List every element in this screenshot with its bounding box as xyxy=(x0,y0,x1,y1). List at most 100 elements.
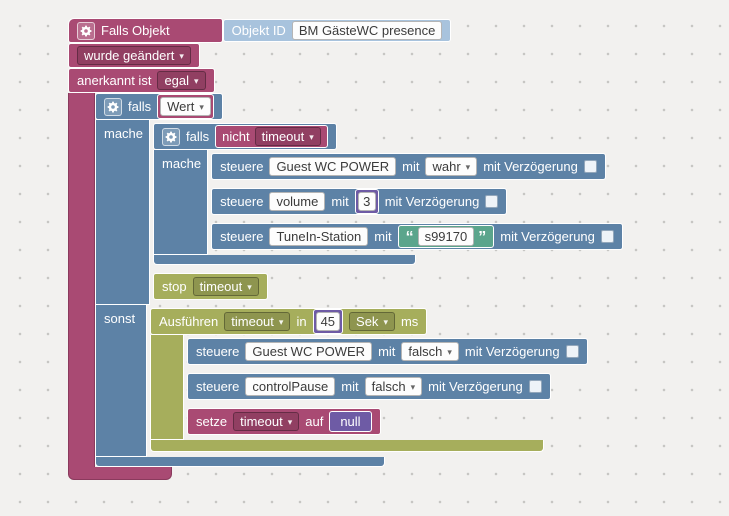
gear-icon[interactable] xyxy=(77,21,95,40)
stop-label: stop xyxy=(162,279,187,294)
oid-value: Guest WC POWER xyxy=(252,344,366,359)
inner-if-header[interactable]: falls nicht timeout ▾ xyxy=(153,123,337,150)
trigger-event-row: wurde geändert ▾ xyxy=(68,43,200,68)
outer-if-header[interactable]: falls Wert ▾ xyxy=(95,93,223,120)
delay-checkbox[interactable] xyxy=(528,380,542,393)
not-timer-dropdown[interactable]: timeout ▾ xyxy=(254,127,321,146)
trigger-footer xyxy=(68,467,172,480)
delay-value-field[interactable]: 45 xyxy=(315,312,341,331)
delay-label: mit Verzögerung xyxy=(384,194,480,209)
delay-checkbox[interactable] xyxy=(485,195,499,208)
chevron-down-icon: ▾ xyxy=(410,381,416,392)
execute-timeout-block[interactable]: Ausführen timeout ▾ in 45 xyxy=(150,308,588,452)
boolean-dropdown[interactable]: wahr ▾ xyxy=(425,157,478,176)
number-field[interactable]: 3 xyxy=(357,192,376,211)
if-block-inner[interactable]: falls nicht timeout ▾ xyxy=(153,123,623,265)
boolean-dropdown[interactable]: falsch ▾ xyxy=(364,377,423,396)
outer-if-do-section: mache falls nicht xyxy=(95,120,623,305)
control-block[interactable]: steuere Guest WC POWER mit wahr ▾ mit Ve xyxy=(211,153,606,180)
if-block-outer[interactable]: falls Wert ▾ mache xyxy=(95,93,623,467)
oid-field[interactable]: controlPause xyxy=(245,377,336,396)
ack-label: anerkannt ist xyxy=(77,73,152,88)
script-root: Falls Objekt Objekt ID BM GästeWC presen… xyxy=(68,18,623,480)
unit-dropdown[interactable]: Sek ▾ xyxy=(349,312,395,331)
set-label: setze xyxy=(196,414,228,429)
number-block[interactable]: 45 xyxy=(312,309,344,334)
stop-timer-value: timeout xyxy=(199,279,243,294)
trigger-left-spine xyxy=(68,93,95,467)
object-id-field[interactable]: BM GästeWC presence xyxy=(291,21,443,40)
delay-label: mit Verzögerung xyxy=(500,229,595,244)
control-block[interactable]: steuere volume mit 3 mit Verzögerung xyxy=(211,188,508,215)
oid-value: Guest WC POWER xyxy=(276,159,390,174)
delay-checkbox[interactable] xyxy=(583,160,597,173)
delay-checkbox[interactable] xyxy=(565,345,579,358)
inner-if-footer xyxy=(153,255,417,265)
chevron-down-icon: ▾ xyxy=(199,101,204,112)
gear-icon[interactable] xyxy=(104,97,122,116)
control-block[interactable]: steuere controlPause mit falsch ▾ mit Ve xyxy=(187,373,551,400)
inner-if-do-stack: steuere Guest WC POWER mit wahr ▾ mit Ve xyxy=(208,150,623,255)
with-label: mit xyxy=(341,379,359,394)
string-block[interactable]: “ s99170 ” xyxy=(397,225,495,248)
object-id-shadow-block[interactable]: Objekt ID BM GästeWC presence xyxy=(222,19,452,42)
control-verb: steuere xyxy=(220,194,264,209)
quote-close-icon: ” xyxy=(478,228,487,246)
outer-if-do-label: mache xyxy=(95,120,151,305)
control-verb: steuere xyxy=(196,379,240,394)
number-block[interactable]: 3 xyxy=(354,189,379,214)
with-label: mit xyxy=(378,344,396,359)
not-timer-value: timeout xyxy=(261,129,305,144)
set-timer-value: timeout xyxy=(240,414,283,429)
condition-value: Wert xyxy=(167,99,195,114)
oid-field[interactable]: volume xyxy=(269,192,326,211)
boolean-value: falsch xyxy=(371,379,406,394)
inner-if-label: falls xyxy=(186,129,210,144)
chevron-down-icon: ▾ xyxy=(247,281,252,292)
boolean-value: wahr xyxy=(432,159,461,174)
outer-if-do-stack: falls nicht timeout ▾ xyxy=(150,120,623,305)
ack-dropdown[interactable]: egal ▾ xyxy=(157,71,206,90)
delay-checkbox[interactable] xyxy=(600,230,614,243)
execute-footer xyxy=(150,440,544,452)
boolean-dropdown[interactable]: falsch ▾ xyxy=(401,342,459,361)
trigger-statement-stack: falls Wert ▾ mache xyxy=(95,93,623,467)
chevron-down-icon: ▾ xyxy=(287,416,293,427)
in-label: in xyxy=(296,314,307,329)
oid-field[interactable]: Guest WC POWER xyxy=(245,342,373,361)
control-verb: steuere xyxy=(220,159,264,174)
gear-icon[interactable] xyxy=(162,127,181,146)
execute-header[interactable]: Ausführen timeout ▾ in 45 xyxy=(150,308,428,335)
oid-field[interactable]: Guest WC POWER xyxy=(269,157,397,176)
null-block[interactable]: null xyxy=(329,411,372,432)
to-label: auf xyxy=(305,414,324,429)
condition-dropdown-block[interactable]: Wert ▾ xyxy=(157,94,214,119)
outer-if-footer xyxy=(95,457,386,467)
number-value: 3 xyxy=(363,194,371,209)
string-field[interactable]: s99170 xyxy=(417,227,475,246)
inner-if-do-label: mache xyxy=(153,150,209,255)
event-dropdown-value: wurde geändert xyxy=(84,48,175,63)
not-block[interactable]: nicht timeout ▾ xyxy=(215,125,328,148)
condition-dropdown[interactable]: Wert ▾ xyxy=(160,97,211,116)
outer-if-else-label: sonst xyxy=(95,305,147,457)
stop-timer-dropdown[interactable]: timeout ▾ xyxy=(192,277,259,296)
ack-dropdown-value: egal xyxy=(164,73,190,88)
control-block[interactable]: steuere Guest WC POWER mit falsch ▾ mit xyxy=(187,338,588,365)
with-label: mit xyxy=(374,229,392,244)
trigger-block[interactable]: Falls Objekt xyxy=(68,18,223,43)
outer-if-label: falls xyxy=(128,99,152,114)
execute-timer-dropdown[interactable]: timeout ▾ xyxy=(224,312,291,331)
chevron-down-icon: ▾ xyxy=(179,50,184,61)
set-timer-dropdown[interactable]: timeout ▾ xyxy=(233,412,300,431)
stop-timeout-block[interactable]: stop timeout ▾ xyxy=(153,273,268,300)
trigger-ack-row: anerkannt ist egal ▾ xyxy=(68,68,215,93)
boolean-value: falsch xyxy=(408,344,443,359)
with-label: mit xyxy=(331,194,349,209)
control-block[interactable]: steuere TuneIn-Station mit “ s99170 ” xyxy=(211,223,623,250)
oid-field[interactable]: TuneIn-Station xyxy=(269,227,369,246)
set-timeout-block[interactable]: setze timeout ▾ auf null xyxy=(187,408,381,435)
execute-left-spine xyxy=(150,335,184,440)
event-dropdown[interactable]: wurde geändert ▾ xyxy=(77,46,191,65)
